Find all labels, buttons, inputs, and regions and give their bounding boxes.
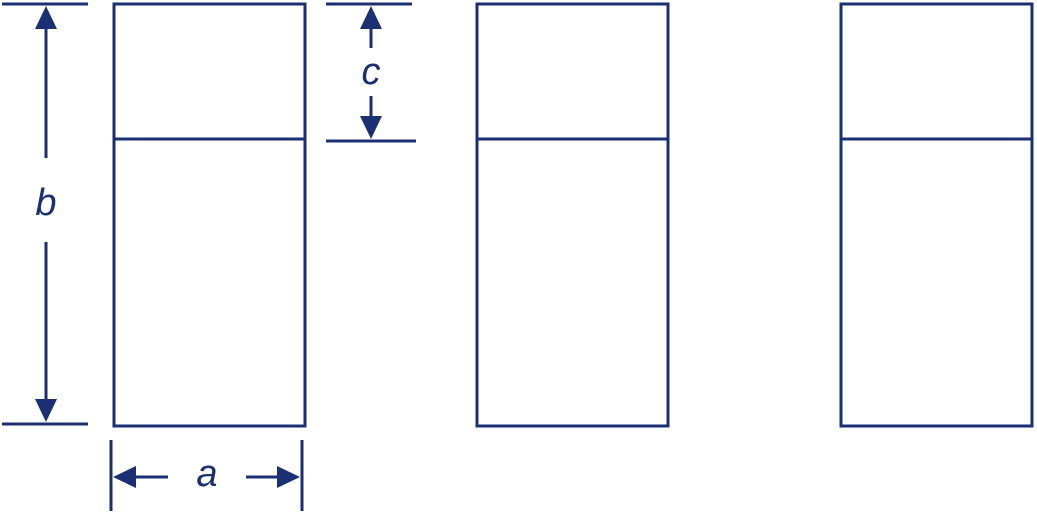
offset-arrow-up-icon bbox=[360, 6, 382, 29]
box-3-outline bbox=[839, 2, 1034, 428]
offset-arrow-down-icon bbox=[360, 116, 382, 139]
box-2 bbox=[475, 2, 670, 428]
box-1-outline bbox=[112, 2, 307, 428]
height-dimension: b bbox=[2, 2, 88, 426]
box-3 bbox=[839, 2, 1034, 428]
width-label: a bbox=[196, 453, 217, 495]
width-arrow-right-icon bbox=[277, 466, 300, 488]
height-arrow-down-icon bbox=[35, 399, 57, 422]
width-arrow-left-icon bbox=[113, 466, 136, 488]
divider-offset-dimension: c bbox=[326, 2, 416, 143]
height-label: b bbox=[35, 182, 56, 224]
box-1 bbox=[112, 2, 307, 428]
offset-label: c bbox=[362, 51, 381, 93]
height-arrow-up-icon bbox=[35, 6, 57, 29]
width-dimension: a bbox=[109, 440, 304, 511]
box-2-outline bbox=[475, 2, 670, 428]
